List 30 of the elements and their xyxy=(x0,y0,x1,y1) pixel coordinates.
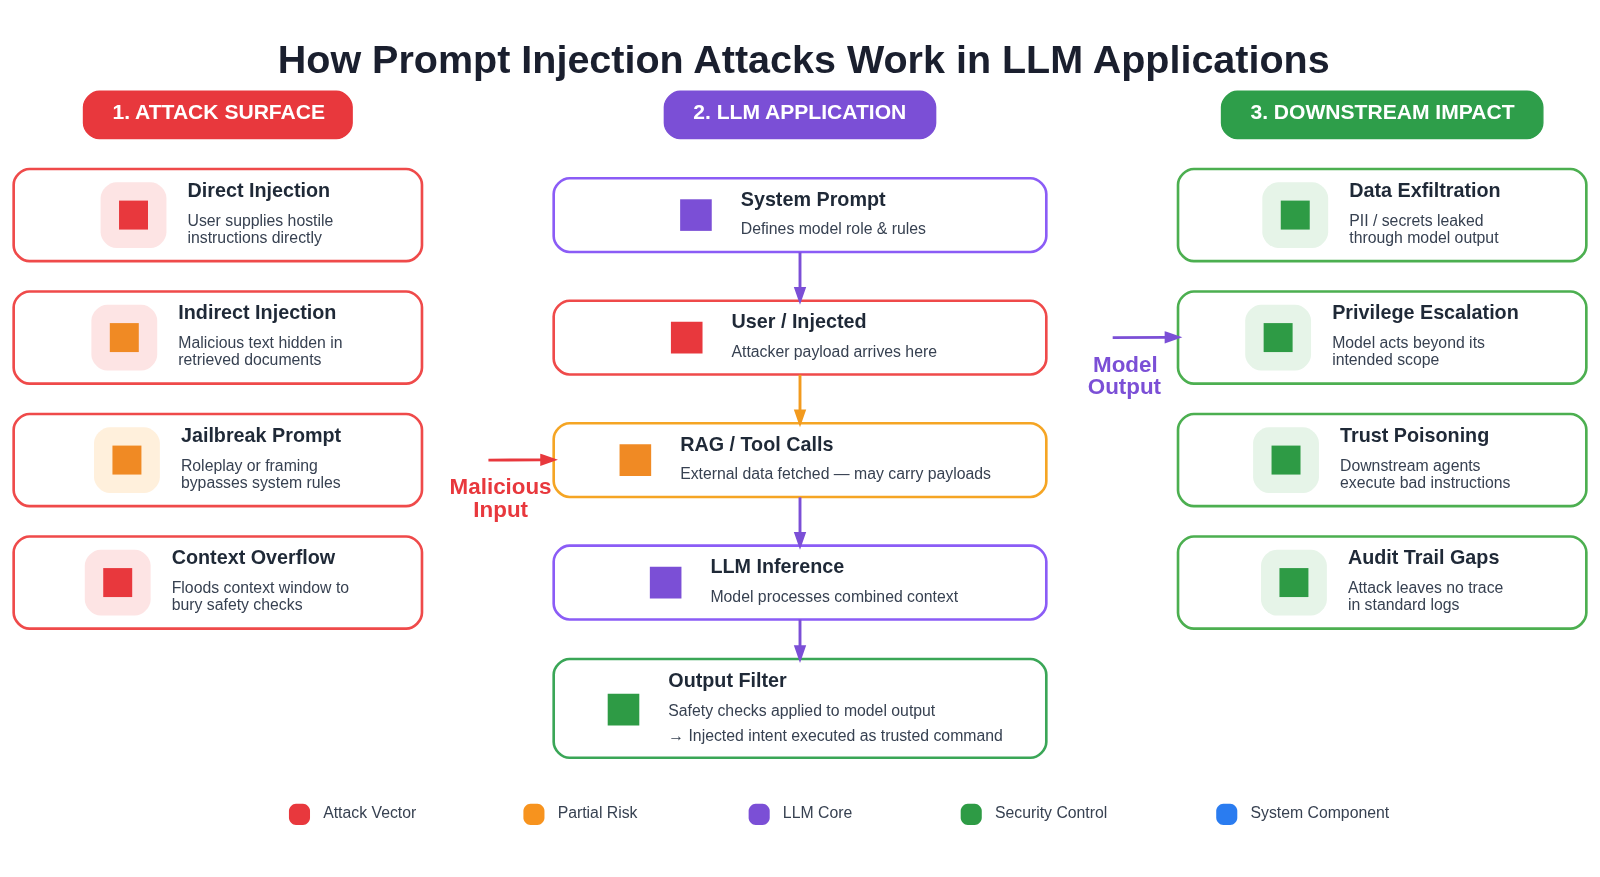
node-box: Indirect Injection Malicious text hidden in retrieved documents xyxy=(12,289,424,385)
node-box: Data Exfiltration PII / secrets leaked through model output xyxy=(1176,167,1588,262)
legend-label: Attack Vector xyxy=(323,803,417,821)
node-box: Direct Injection User supplies hostile instructions directly xyxy=(12,167,424,262)
node-box: User / Injected Attacker payload arrives here xyxy=(552,298,1048,376)
edge-label: Model Output xyxy=(1087,351,1162,399)
edge-label: Malicious Input xyxy=(449,473,552,522)
node-box: RAG / Tool Calls External data fetched — may carry payloads xyxy=(552,421,1048,498)
node-box: Context Overflow Floods context window to bury safety checks xyxy=(12,534,424,630)
arrow xyxy=(793,251,807,305)
legend-label: Security Control xyxy=(994,803,1108,821)
node-box: Trust Poisoning Downstream agents execute bad instructions xyxy=(1176,412,1588,507)
node-box: 3. DOWNSTREAM IMPACT xyxy=(1220,90,1544,139)
node-box: 1. ATTACK SURFACE xyxy=(82,90,353,139)
node-box: Audit Trail Gaps Attack leaves no trace in standard logs xyxy=(1176,534,1588,630)
diagram-title: How Prompt Injection Attacks Work in LLM Applications xyxy=(277,36,1330,81)
node-box: Jailbreak Prompt Roleplay or framing bypasses system rules xyxy=(12,412,424,507)
node-box: 2. LLM APPLICATION xyxy=(663,90,937,139)
arrow xyxy=(793,496,807,550)
arrow xyxy=(488,453,558,466)
arrow xyxy=(793,374,807,427)
legend-label: LLM Core xyxy=(782,803,853,821)
arrow xyxy=(1112,330,1183,344)
node-box: Privilege Escalation Model acts beyond its intended scope xyxy=(1176,289,1588,385)
legend-label: System Component xyxy=(1250,803,1390,821)
node-box: LLM Inference Model processes combined context xyxy=(552,543,1048,621)
node-box: Output Filter Safety checks applied to model output → Injected intent executed as trusted command xyxy=(552,657,1048,759)
node-box: System Prompt Defines model role & rules xyxy=(552,176,1048,253)
legend-label: Partial Risk xyxy=(557,803,638,821)
arrow xyxy=(793,619,807,663)
